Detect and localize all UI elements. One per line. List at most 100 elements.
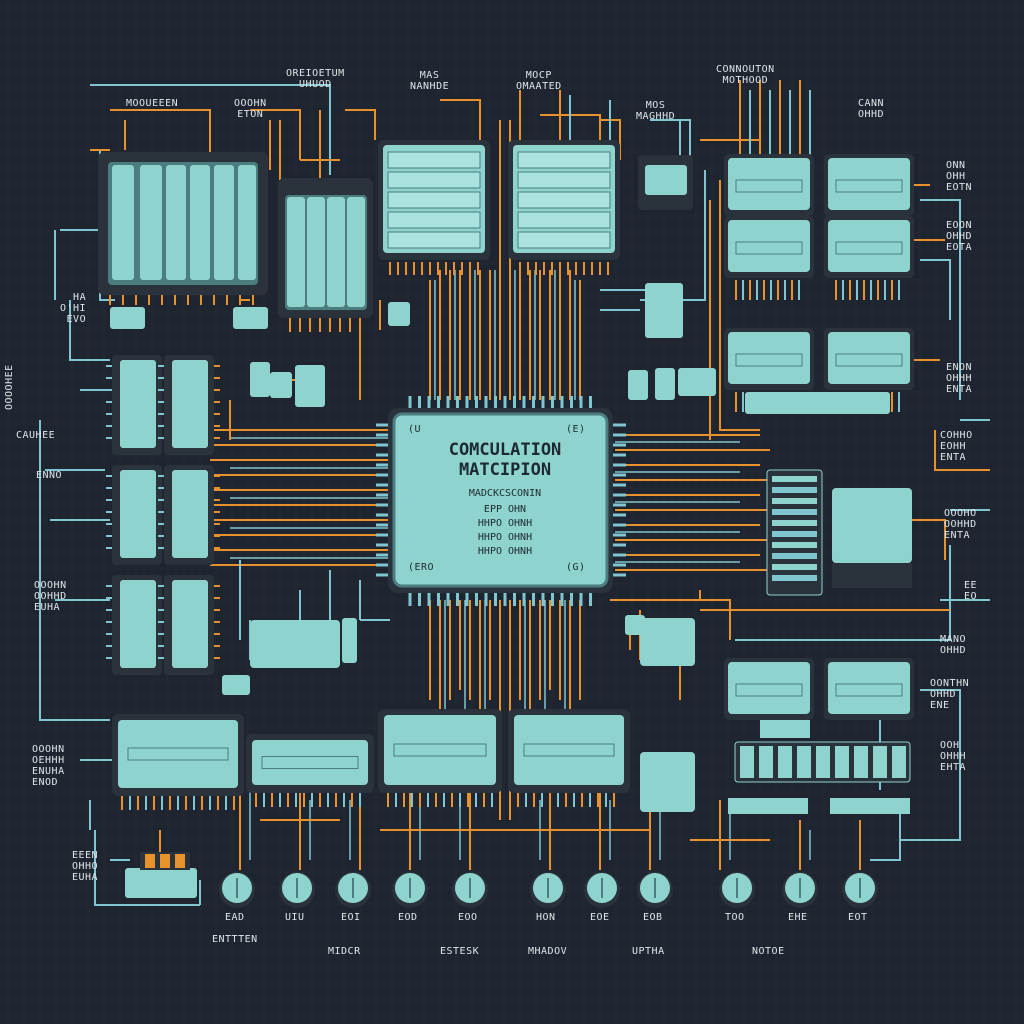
label-bottom-6: NOTOE bbox=[752, 946, 785, 957]
label-top-7: MOS MAGHHD bbox=[636, 100, 676, 122]
right-module-4-mark bbox=[835, 241, 903, 255]
label-right-5: OOOHO OOHHD ENTA bbox=[944, 508, 977, 541]
central-chip-line-4: HHPO OHNH bbox=[477, 546, 533, 557]
label-top-2: MAS NANHDE bbox=[410, 70, 450, 92]
central-chip-title-line1: COMCULATION bbox=[448, 440, 562, 460]
traces bbox=[39, 80, 990, 906]
central-processor bbox=[388, 408, 613, 593]
bus-stripe bbox=[772, 542, 817, 548]
label-right-4: COHHO EOHH ENTA bbox=[940, 430, 973, 463]
component-small-5 bbox=[295, 365, 325, 407]
connector-pin-label: EOE bbox=[590, 912, 610, 923]
label-top-8: CANN OHHD bbox=[858, 98, 885, 120]
connector-pin-label: EOT bbox=[848, 912, 868, 923]
label-left-4: ENNO bbox=[36, 470, 63, 481]
right-square-chip-base bbox=[832, 563, 912, 588]
connector-pin-label: TOO bbox=[725, 912, 745, 923]
bottom-chip-1-mark bbox=[127, 747, 229, 761]
label-top-5: MOOUEEEN bbox=[126, 98, 179, 109]
component-small-3 bbox=[250, 362, 270, 397]
top-cache-chip-right bbox=[508, 140, 620, 260]
right-lower-tag bbox=[760, 720, 810, 738]
label-top-4: CONNOUTON MOTHOOD bbox=[716, 64, 775, 86]
label-right-2: EOON OHHD EOTA bbox=[946, 220, 973, 253]
bus-stripe bbox=[772, 520, 817, 526]
memory-module-left bbox=[98, 152, 268, 295]
central-chip-title-line2: MATCIPION bbox=[458, 460, 552, 480]
label-top-1: OREIOETUM UHUOD bbox=[286, 68, 345, 90]
chip-pins bbox=[109, 262, 626, 606]
right-lower-module-1-mark bbox=[735, 683, 803, 697]
connector-pin-label: EOD bbox=[398, 912, 418, 923]
label-left-7: EEEN OHHO EUHA bbox=[72, 850, 99, 883]
label-right-3: ENON OHHH ENTA bbox=[946, 362, 973, 395]
label-right-9: OOH OHHH EHTA bbox=[940, 740, 967, 773]
bottom-chip-4-mark bbox=[523, 743, 615, 757]
small-chip-block bbox=[388, 302, 410, 326]
right-lower-bus-cell bbox=[778, 746, 792, 778]
left-chip-2 bbox=[172, 360, 208, 448]
bus-stripe bbox=[772, 531, 817, 537]
left-chip-4 bbox=[172, 470, 208, 558]
right-lower-strip-2 bbox=[830, 798, 910, 814]
bus-stripe bbox=[772, 564, 817, 570]
right-module-4 bbox=[828, 220, 910, 272]
label-bottom-4: MHADOV bbox=[528, 946, 568, 957]
chips bbox=[98, 140, 914, 898]
right-lower-bus-cell bbox=[835, 746, 849, 778]
component-small-1 bbox=[110, 307, 145, 329]
right-module-5-mark bbox=[735, 353, 803, 367]
right-module-6 bbox=[828, 332, 910, 384]
right-lower-module-2 bbox=[828, 662, 910, 714]
right-module-3 bbox=[728, 220, 810, 272]
bus-stripe bbox=[772, 476, 817, 482]
central-chip-corner-bl: (ERO bbox=[408, 562, 435, 573]
bottom-left-connector bbox=[125, 852, 197, 898]
bottom-chip-4 bbox=[514, 715, 624, 785]
bus-stripe bbox=[772, 487, 817, 493]
small-chip-controller-face bbox=[645, 165, 687, 195]
left-chip-1 bbox=[120, 360, 156, 448]
left-chip-5 bbox=[120, 580, 156, 668]
connector-pin-label: EAD bbox=[225, 912, 245, 923]
small-chip-regulator bbox=[645, 283, 683, 338]
right-lower-module-2-mark bbox=[835, 683, 903, 697]
label-left-2: OOOOHEE bbox=[4, 364, 15, 410]
central-chip-corner-tr: (E) bbox=[566, 424, 586, 435]
label-right-6: EE EO bbox=[964, 580, 978, 602]
component-small-13 bbox=[342, 618, 357, 663]
right-lower-bus-cell bbox=[797, 746, 811, 778]
right-module-1 bbox=[728, 158, 810, 210]
connector-pin-label: EOB bbox=[643, 912, 663, 923]
component-small-14 bbox=[745, 392, 890, 414]
right-module-6-mark bbox=[835, 353, 903, 367]
label-left-3: CAUHEE bbox=[16, 430, 56, 441]
bus-stripe bbox=[772, 553, 817, 559]
right-lower-bus-cell bbox=[854, 746, 868, 778]
label-bottom-1: ENTTTEN bbox=[212, 934, 258, 945]
right-square-chip bbox=[832, 488, 912, 563]
bottom-chip-3 bbox=[384, 715, 496, 785]
bottom-connectors bbox=[219, 872, 878, 908]
bottom-chip-1 bbox=[118, 720, 238, 788]
bottom-chip-2-mark bbox=[261, 756, 359, 769]
label-left-5: OOOHN OOHHD EUHA bbox=[34, 580, 67, 613]
connector-pin-label: EOI bbox=[341, 912, 361, 923]
chip-bus-interface bbox=[250, 620, 340, 668]
central-chip-subtitle: MADCKCSCONIN bbox=[468, 488, 542, 499]
right-lower-bus-cell bbox=[873, 746, 887, 778]
label-left-1: HA O'HI EVO bbox=[60, 292, 87, 325]
right-module-2 bbox=[828, 158, 910, 210]
top-cache-chip-left bbox=[378, 140, 490, 260]
label-bottom-2: MIDCR bbox=[328, 946, 361, 957]
right-lower-strip-1 bbox=[728, 798, 808, 814]
component-small-8 bbox=[678, 368, 716, 396]
label-bottom-3: ESTESK bbox=[440, 946, 480, 957]
central-chip-corner-tl: (U bbox=[408, 424, 422, 435]
right-bus-stripes bbox=[772, 476, 817, 581]
right-module-1-mark bbox=[735, 179, 803, 193]
label-left-6: OOOHN OEHHH ENUHA ENOD bbox=[32, 744, 65, 788]
label-bottom-5: UPTHA bbox=[632, 946, 665, 957]
label-top-3: MOCP OMAATED bbox=[516, 70, 562, 92]
